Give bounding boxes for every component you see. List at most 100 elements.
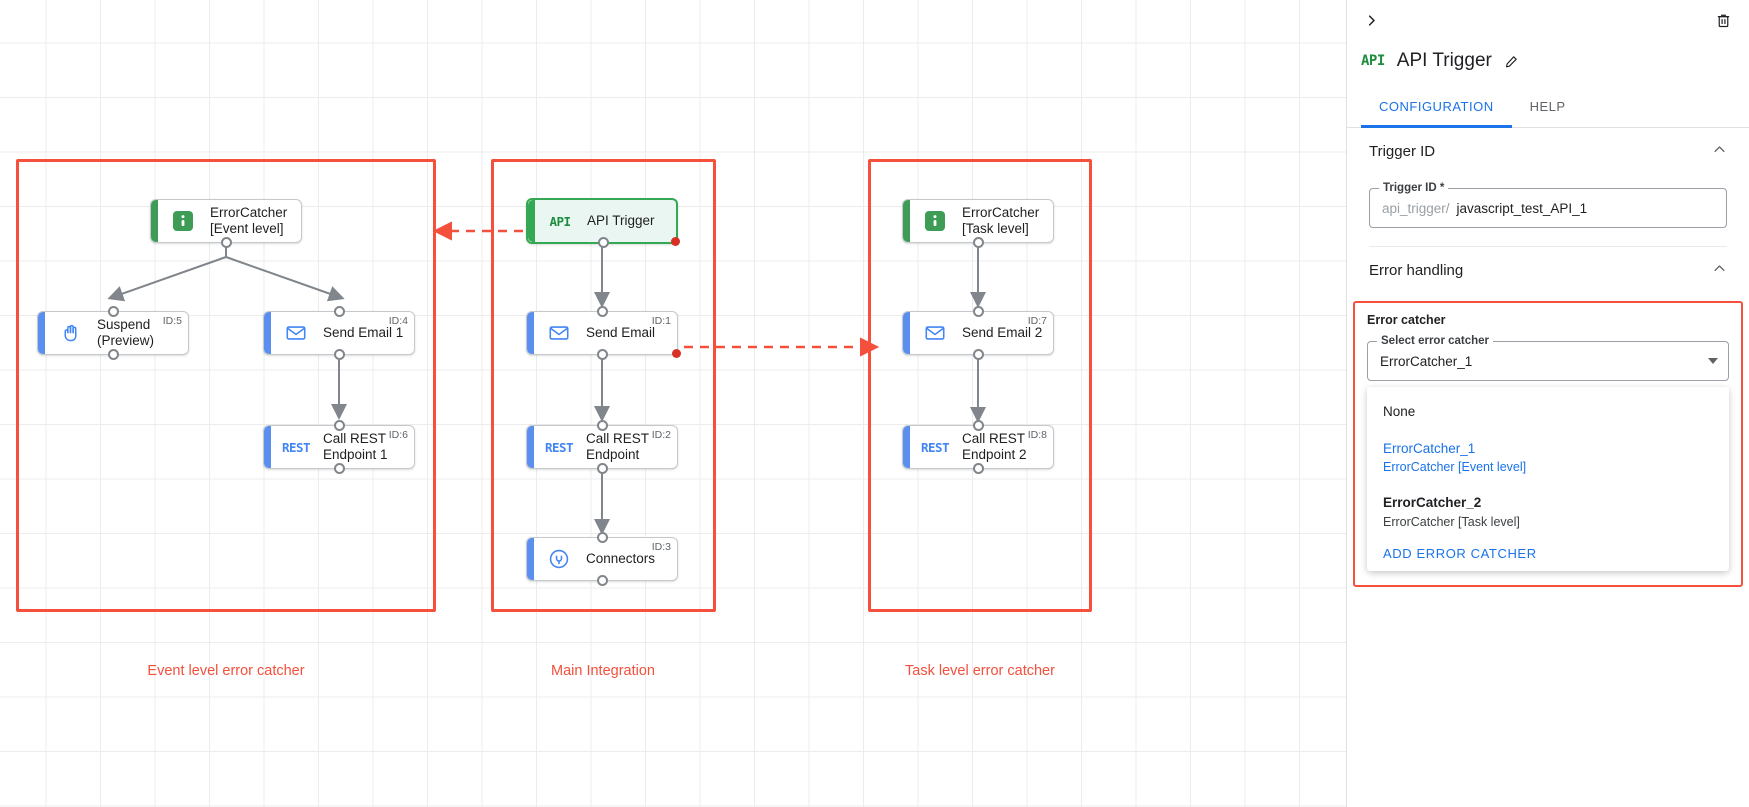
node-label: ErrorCatcher [Task level] (962, 205, 1040, 236)
node-port-out[interactable] (598, 237, 609, 248)
node-port-out[interactable] (108, 349, 119, 360)
node-port-in[interactable] (334, 306, 345, 317)
group-box-event-level[interactable] (16, 159, 436, 612)
select-error-catcher-legend: Select error catcher (1377, 335, 1494, 347)
node-connectors[interactable]: Connectors ID:3 (526, 532, 678, 586)
node-accent-bar (264, 312, 271, 354)
node-port-in[interactable] (973, 306, 984, 317)
node-id: ID:3 (651, 541, 671, 553)
rest-glyph: REST (544, 439, 574, 455)
node-call-rest-endpoint[interactable]: REST Call REST Endpoint ID:2 (526, 420, 678, 474)
node-label: API Trigger (587, 213, 655, 229)
node-label: Send Email (586, 325, 656, 341)
node-port-out[interactable] (334, 463, 345, 474)
section-header-trigger-id[interactable]: Trigger ID (1347, 128, 1749, 174)
node-port-in[interactable] (108, 306, 119, 317)
node-id: ID:4 (388, 315, 408, 327)
pencil-icon[interactable] (1504, 54, 1519, 69)
rest-icon: REST (542, 440, 576, 455)
menu-item-title: None (1383, 404, 1416, 419)
node-port-out[interactable] (221, 237, 232, 248)
node-id: ID:8 (1027, 429, 1047, 441)
node-label: Suspend (Preview) (97, 317, 155, 348)
group-label-event-level: Event level error catcher (147, 663, 305, 679)
node-accent-bar (903, 200, 910, 242)
envelope-icon (918, 322, 952, 344)
trigger-id-field[interactable]: Trigger ID * api_trigger/ javascript_tes… (1369, 182, 1727, 228)
node-port-in[interactable] (597, 306, 608, 317)
page-title: API Trigger (1396, 50, 1492, 71)
error-indicator-dot (672, 349, 681, 358)
node-port-out[interactable] (597, 575, 608, 586)
node-id: ID:7 (1027, 315, 1047, 327)
node-port-in[interactable] (597, 532, 608, 543)
envelope-icon (279, 322, 313, 344)
node-errorcatcher-event-level[interactable]: ErrorCatcher [Event level] (150, 199, 302, 248)
group-box-task-level[interactable] (868, 159, 1092, 612)
node-send-email[interactable]: Send Email ID:1 (526, 306, 681, 360)
api-icon: API (543, 214, 577, 229)
node-accent-bar (903, 426, 910, 468)
section-divider (1369, 246, 1727, 247)
menu-item-subtitle: ErrorCatcher [Task level] (1383, 514, 1520, 529)
menu-item-title: ErrorCatcher_1 (1383, 440, 1476, 456)
node-accent-bar (38, 312, 45, 354)
node-call-rest-endpoint-2[interactable]: REST Call REST Endpoint 2 ID:8 (902, 420, 1054, 474)
menu-item-subtitle: ErrorCatcher [Event level] (1383, 460, 1527, 475)
chevron-right-icon[interactable] (1357, 6, 1385, 34)
node-label: Connectors (586, 551, 656, 567)
workflow-canvas[interactable]: Event level error catcher Main Integrati… (0, 0, 1346, 807)
node-api-trigger[interactable]: API API Trigger (526, 198, 680, 248)
select-error-catcher[interactable]: Select error catcher ErrorCatcher_1 (1367, 335, 1729, 381)
node-id: ID:1 (651, 315, 671, 327)
node-errorcatcher-task-level[interactable]: ErrorCatcher [Task level] (902, 199, 1054, 248)
chevron-up-icon[interactable] (1712, 261, 1727, 279)
trigger-id-value[interactable]: javascript_test_API_1 (1456, 200, 1588, 216)
node-port-out[interactable] (597, 349, 608, 360)
node-accent-bar (527, 538, 534, 580)
rest-icon: REST (918, 440, 952, 455)
menu-item-errorcatcher-1[interactable]: ErrorCatcher_1 ErrorCatcher [Event level… (1367, 427, 1729, 482)
error-catcher-icon (918, 210, 952, 232)
tab-help[interactable]: HELP (1529, 99, 1566, 114)
chevron-up-icon[interactable] (1712, 142, 1727, 160)
node-port-out[interactable] (334, 349, 345, 360)
error-catcher-label: Error catcher (1367, 313, 1446, 327)
panel-tabs: CONFIGURATION HELP (1347, 86, 1749, 128)
node-accent-bar (528, 200, 535, 242)
node-port-out[interactable] (973, 237, 984, 248)
node-port-out[interactable] (973, 463, 984, 474)
node-label: Call REST Endpoint (586, 431, 650, 462)
node-port-out[interactable] (973, 349, 984, 360)
tab-configuration[interactable]: CONFIGURATION (1361, 86, 1512, 128)
node-port-out[interactable] (597, 463, 608, 474)
menu-item-errorcatcher-2[interactable]: ErrorCatcher_2 ErrorCatcher [Task level] (1367, 481, 1729, 536)
node-id: ID:5 (162, 315, 182, 327)
add-error-catcher-button[interactable]: ADD ERROR CATCHER (1383, 545, 1537, 561)
rest-icon: REST (279, 440, 313, 455)
node-port-in[interactable] (597, 420, 608, 431)
error-catcher-dropdown-menu: None ErrorCatcher_1 ErrorCatcher [Event … (1367, 387, 1729, 571)
trigger-id-prefix: api_trigger/ (1382, 200, 1450, 216)
node-port-in[interactable] (334, 420, 345, 431)
section-header-error-handling[interactable]: Error handling (1347, 247, 1749, 293)
chevron-down-icon[interactable] (1708, 358, 1718, 364)
node-suspend-preview[interactable]: Suspend (Preview) ID:5 (37, 306, 189, 360)
node-label: Send Email 1 (323, 325, 404, 341)
node-send-email-2[interactable]: Send Email 2 ID:7 (902, 306, 1054, 360)
group-label-main-integration: Main Integration (551, 663, 655, 679)
node-send-email-1[interactable]: Send Email 1 ID:4 (263, 306, 415, 360)
section-body-trigger-id: Trigger ID * api_trigger/ javascript_tes… (1347, 182, 1749, 247)
node-call-rest-endpoint-1[interactable]: REST Call REST Endpoint 1 ID:6 (263, 420, 415, 474)
menu-item-none[interactable]: None (1367, 397, 1729, 427)
select-error-catcher-value: ErrorCatcher_1 (1380, 353, 1473, 369)
node-port-in[interactable] (973, 420, 984, 431)
group-label-task-level: Task level error catcher (905, 663, 1055, 679)
trash-icon[interactable] (1709, 6, 1737, 34)
panel-title-row: API API Trigger (1347, 40, 1749, 78)
section-title: Trigger ID (1369, 142, 1436, 160)
group-box-main-integration[interactable] (491, 159, 716, 612)
node-id: ID:2 (651, 429, 671, 441)
node-accent-bar (903, 312, 910, 354)
node-label: ErrorCatcher [Event level] (210, 205, 288, 236)
